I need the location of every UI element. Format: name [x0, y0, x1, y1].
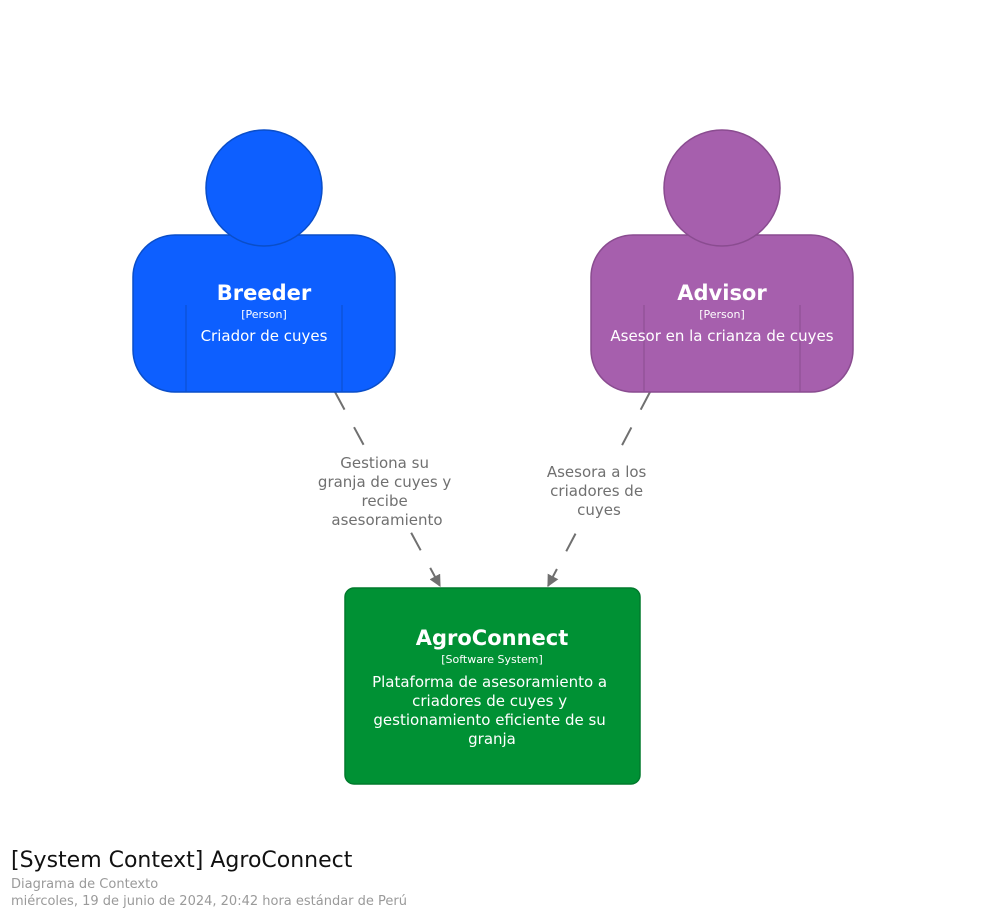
system-description: Plataforma de asesoramiento a criadores … [372, 673, 612, 748]
person-description: Asesor en la crianza de cuyes [610, 327, 833, 345]
software-system-agroconnect[interactable]: AgroConnect [Software System] Plataforma… [344, 587, 641, 785]
relationship-label-background [320, 450, 454, 532]
diagram-subtitle: Diagrama de Contexto [11, 877, 159, 892]
person-head [205, 129, 323, 247]
person-icon [590, 129, 854, 393]
relationship-label: Asesora a los criadores de cuyes [547, 463, 651, 519]
person-type: [Person] [241, 308, 287, 321]
person-type: [Person] [699, 308, 745, 321]
system-name: AgroConnect [416, 626, 569, 650]
person-head [663, 129, 781, 247]
person-advisor[interactable]: Advisor [Person] Asesor en la crianza de… [590, 129, 854, 393]
person-name: Advisor [677, 281, 767, 305]
person-icon [132, 129, 396, 393]
diagram-footer: [System Context] AgroConnect Diagrama de… [11, 846, 971, 910]
system-type: [Software System] [441, 653, 543, 666]
person-description: Criador de cuyes [201, 327, 328, 345]
relationship-advisor-to-agroconnect[interactable]: Asesora a los criadores de cuyes [542, 391, 658, 588]
diagram-timestamp: miércoles, 19 de junio de 2024, 20:42 ho… [11, 894, 407, 909]
relationship-label-background [542, 460, 658, 520]
person-breeder[interactable]: Breeder [Person] Criador de cuyes [132, 129, 396, 393]
relationship-label: Gestiona su granja de cuyes y recibe ase… [318, 454, 456, 529]
person-name: Breeder [217, 281, 312, 305]
relationship-breeder-to-agroconnect[interactable]: Gestiona su granja de cuyes y recibe ase… [318, 391, 456, 588]
system-box [344, 587, 641, 785]
diagram-title: [System Context] AgroConnect [11, 848, 353, 873]
